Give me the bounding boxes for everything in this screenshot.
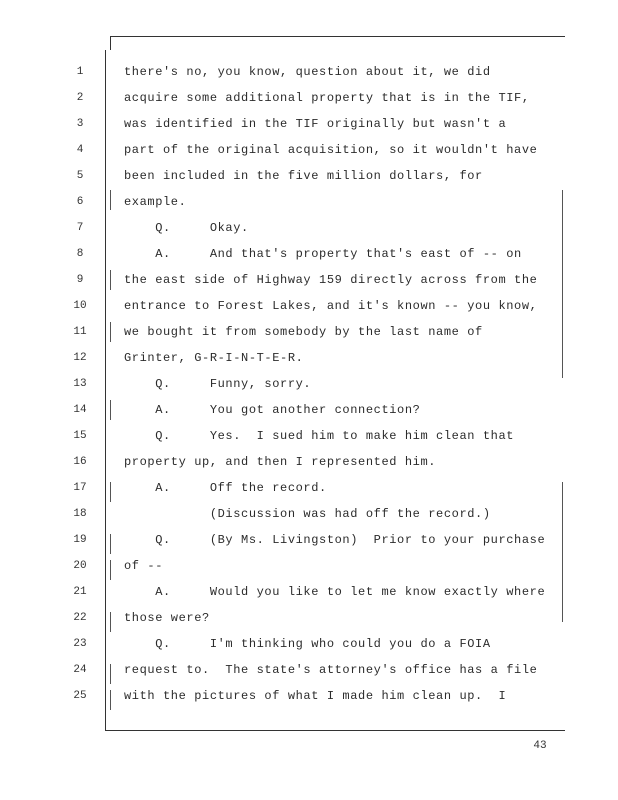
transcript-line: 10 entrance to Forest Lakes, and it's kn…: [0, 293, 618, 319]
left-margin-mark: [110, 534, 111, 554]
line-number: 11: [73, 326, 87, 338]
transcript-line: 20 of --: [0, 553, 618, 579]
left-margin-mark: [110, 482, 111, 502]
transcript-line: 19 Q. (By Ms. Livingston) Prior to your …: [0, 527, 618, 553]
line-text: request to. The state's attorney's offic…: [124, 663, 538, 677]
line-number: 1: [76, 66, 84, 78]
line-text: those were?: [124, 611, 210, 625]
line-number: 25: [73, 690, 87, 702]
page-border-left-top: [110, 36, 111, 50]
transcript-line: 6 example.: [0, 189, 618, 215]
line-text: acquire some additional property that is…: [124, 91, 530, 105]
transcript-line: 14 A. You got another connection?: [0, 397, 618, 423]
line-text: (Discussion was had off the record.): [124, 507, 491, 521]
transcript-line: 4 part of the original acquisition, so i…: [0, 137, 618, 163]
line-number: 22: [73, 612, 87, 624]
line-number: 17: [73, 482, 87, 494]
line-number: 7: [76, 222, 84, 234]
transcript-line: 18 (Discussion was had off the record.): [0, 501, 618, 527]
line-text: A. Would you like to let me know exactly…: [124, 585, 546, 599]
transcript-line: 5 been included in the five million doll…: [0, 163, 618, 189]
line-text: A. Off the record.: [124, 481, 327, 495]
transcript-line: 24 request to. The state's attorney's of…: [0, 657, 618, 683]
line-number: 15: [73, 430, 87, 442]
transcript-line: 2 acquire some additional property that …: [0, 85, 618, 111]
line-number: 2: [76, 92, 84, 104]
left-margin-mark: [110, 664, 111, 684]
transcript-line: 15 Q. Yes. I sued him to make him clean …: [0, 423, 618, 449]
line-text: the east side of Highway 159 directly ac…: [124, 273, 538, 287]
line-number: 8: [76, 248, 84, 260]
line-text: Grinter, G-R-I-N-T-E-R.: [124, 351, 304, 365]
right-margin-bar: [562, 482, 563, 622]
line-number: 9: [76, 274, 84, 286]
left-margin-mark: [110, 322, 111, 342]
line-text: A. You got another connection?: [124, 403, 421, 417]
line-text: example.: [124, 195, 187, 209]
line-number: 10: [73, 300, 87, 312]
line-text: Q. (By Ms. Livingston) Prior to your pur…: [124, 533, 546, 547]
line-number: 14: [73, 404, 87, 416]
transcript-line: 7 Q. Okay.: [0, 215, 618, 241]
line-number: 24: [73, 664, 87, 676]
transcript-line: 12 Grinter, G-R-I-N-T-E-R.: [0, 345, 618, 371]
transcript-line: 16 property up, and then I represented h…: [0, 449, 618, 475]
transcript-line: 13 Q. Funny, sorry.: [0, 371, 618, 397]
transcript-line: 9 the east side of Highway 159 directly …: [0, 267, 618, 293]
line-number: 3: [76, 118, 84, 130]
left-margin-mark: [110, 612, 111, 632]
line-number: 4: [76, 144, 84, 156]
line-text: part of the original acquisition, so it …: [124, 143, 538, 157]
page-border-bottom: [105, 730, 565, 731]
transcript-line: 11 we bought it from somebody by the las…: [0, 319, 618, 345]
page-border-top: [110, 36, 565, 37]
line-text: been included in the five million dollar…: [124, 169, 483, 183]
line-text: A. And that's property that's east of --…: [124, 247, 522, 261]
transcript-line: 1 there's no, you know, question about i…: [0, 59, 618, 85]
page-border-left: [105, 50, 106, 730]
line-text: Q. Yes. I sued him to make him clean tha…: [124, 429, 515, 443]
line-number: 6: [76, 196, 84, 208]
transcript-line: 25 with the pictures of what I made him …: [0, 683, 618, 709]
line-text: Q. Funny, sorry.: [124, 377, 312, 391]
line-text: there's no, you know, question about it,…: [124, 65, 491, 79]
line-number: 16: [73, 456, 87, 468]
transcript-line: 22 those were?: [0, 605, 618, 631]
transcript-line: 17 A. Off the record.: [0, 475, 618, 501]
line-text: entrance to Forest Lakes, and it's known…: [124, 299, 538, 313]
line-text: with the pictures of what I made him cle…: [124, 689, 507, 703]
left-margin-mark: [110, 270, 111, 290]
left-margin-mark: [110, 560, 111, 580]
line-text: of --: [124, 559, 164, 573]
transcript-line: 23 Q. I'm thinking who could you do a FO…: [0, 631, 618, 657]
transcript-line: 3 was identified in the TIF originally b…: [0, 111, 618, 137]
line-text: was identified in the TIF originally but…: [124, 117, 507, 131]
transcript-line: 8 A. And that's property that's east of …: [0, 241, 618, 267]
transcript-line: 21 A. Would you like to let me know exac…: [0, 579, 618, 605]
line-text: we bought it from somebody by the last n…: [124, 325, 483, 339]
line-number: 19: [73, 534, 87, 546]
left-margin-mark: [110, 690, 111, 710]
line-text: Q. I'm thinking who could you do a FOIA: [124, 637, 491, 651]
page-number: 43: [533, 740, 547, 752]
line-number: 18: [73, 508, 87, 520]
line-number: 13: [73, 378, 87, 390]
line-number: 21: [73, 586, 87, 598]
line-number: 20: [73, 560, 87, 572]
left-margin-mark: [110, 400, 111, 420]
line-text: Q. Okay.: [124, 221, 249, 235]
line-text: property up, and then I represented him.: [124, 455, 437, 469]
left-margin-mark: [110, 190, 111, 210]
line-number: 23: [73, 638, 87, 650]
line-number: 12: [73, 352, 87, 364]
right-margin-bar: [562, 190, 563, 378]
line-number: 5: [76, 170, 84, 182]
